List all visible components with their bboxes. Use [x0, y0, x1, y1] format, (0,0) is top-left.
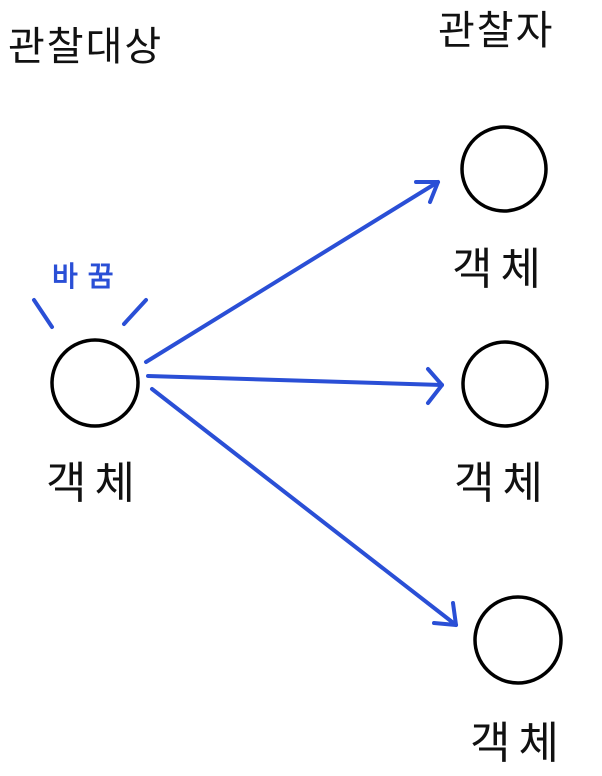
observer-node-1: 객체 — [452, 125, 549, 295]
observer-object-circle — [461, 340, 549, 428]
arrow-to-observer-3 — [150, 387, 458, 627]
subject-node: 바꿈 객체 — [32, 260, 148, 509]
notification-arrows — [144, 180, 458, 627]
observer-object-label: 객체 — [470, 718, 567, 769]
change-label: 바꿈 — [52, 260, 124, 293]
arrow-to-observer-1 — [144, 180, 440, 364]
subject-object-label: 객체 — [46, 458, 143, 509]
arrow-to-observer-2 — [146, 374, 444, 387]
subject-object-circle — [50, 338, 140, 428]
observer-object-circle — [460, 125, 548, 213]
subject-column-title: 관찰대상 — [8, 24, 163, 70]
observer-column-title: 관찰자 — [438, 8, 554, 54]
observer-object-label: 객체 — [454, 458, 551, 509]
arrow-head-observer-2 — [426, 367, 444, 405]
observer-object-label: 객체 — [452, 244, 549, 295]
arrow-head-observer-1 — [414, 180, 440, 204]
observer-object-circle — [473, 595, 563, 685]
arrow-head-observer-3 — [432, 601, 458, 627]
observer-node-3: 객체 — [470, 595, 567, 769]
change-spark-right — [122, 298, 148, 326]
observer-node-2: 객체 — [454, 340, 551, 509]
change-spark-left — [32, 298, 54, 329]
